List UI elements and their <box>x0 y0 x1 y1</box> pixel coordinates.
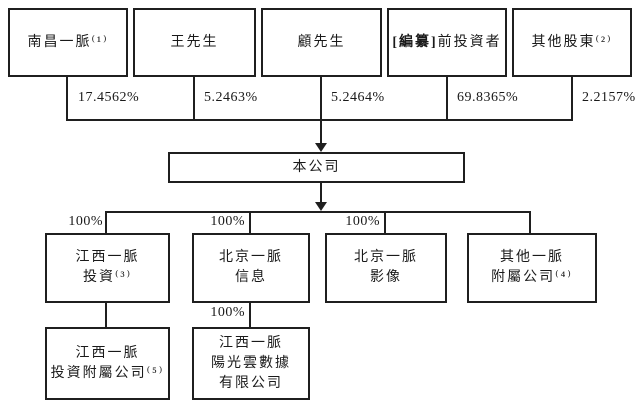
connector-from-company <box>320 183 322 203</box>
connector-stem-mr-gu <box>320 77 322 121</box>
stake-label-jiangxi-investment: 100% <box>68 214 103 229</box>
connector-stem-nanchang <box>66 77 68 121</box>
node-label: [編纂]前投資者 <box>392 34 502 50</box>
redacted-tag: [編纂] <box>392 34 438 50</box>
node-label-line: 投資⁽³⁾ <box>82 270 133 285</box>
node-label-line: 附屬公司⁽⁴⁾ <box>491 270 573 285</box>
node-label-line: 其他一脈 <box>500 250 564 265</box>
arrowhead-down-icon <box>315 143 327 152</box>
node-company: 本公司 <box>168 152 465 183</box>
node-label-line: 投資附屬公司⁽⁵⁾ <box>50 365 165 381</box>
node-label-line: 有限公司 <box>219 375 283 391</box>
node-label: 南昌一脈⁽¹⁾ <box>27 34 109 50</box>
node-label-line: 江西一脈 <box>219 335 283 351</box>
node-mr-wang: 王先生 <box>133 8 256 77</box>
connector-stem-mr-wang <box>193 77 195 121</box>
node-jiangxi-yangguangyun-data: 江西一脈 陽光雲數據 有限公司 <box>192 327 310 400</box>
connector-stem-yangguangyun <box>249 303 251 327</box>
stake-label-nanchang: 17.4562% <box>78 90 140 105</box>
stake-label-yangguangyun: 100% <box>210 305 245 320</box>
node-beijing-yimai-xinxi: 北京一脈 信息 <box>192 233 310 303</box>
connector-stem-other-shareholders <box>571 77 573 121</box>
node-label-line: 陽光雲數據 <box>211 355 291 371</box>
node-jiangxi-investment-subsidiaries: 江西一脈 投資附屬公司⁽⁵⁾ <box>45 327 170 400</box>
connector-stem-other-subsidiaries <box>529 213 531 233</box>
stake-label-mr-gu: 5.2464% <box>331 90 385 105</box>
connector-to-company <box>320 121 322 144</box>
connector-stem-beijing-xinxi <box>249 213 251 233</box>
node-label-line: 江西一脈 <box>75 250 140 265</box>
node-nanchang-yimai: 南昌一脈⁽¹⁾ <box>8 8 128 77</box>
node-label-line: 北京一脈 <box>354 250 418 265</box>
node-other-shareholders: 其他股東⁽²⁾ <box>512 8 632 77</box>
node-mr-gu: 顧先生 <box>261 8 382 77</box>
node-label: 其他股東⁽²⁾ <box>531 34 613 50</box>
connector-stem-jiangxi-investment <box>105 213 107 233</box>
node-label: 王先生 <box>170 34 219 50</box>
node-label-line: 影像 <box>370 270 402 285</box>
stake-label-mr-wang: 5.2463% <box>204 90 258 105</box>
node-pre-investors: [編纂]前投資者 <box>387 8 507 77</box>
node-label-line: 江西一脈 <box>75 345 140 361</box>
node-beijing-yimai-yingxiang: 北京一脈 影像 <box>325 233 447 303</box>
connector-bus-shareholders <box>66 119 573 121</box>
stake-label-pre-investors: 69.8365% <box>457 90 519 105</box>
connector-stem-jiangxi-inv-subsidiaries <box>105 303 107 327</box>
stake-label-other-shareholders: 2.2157% <box>582 90 636 105</box>
node-label: 顧先生 <box>297 34 346 50</box>
node-jiangxi-yimai-investment: 江西一脈 投資⁽³⁾ <box>45 233 170 303</box>
arrowhead-down-icon <box>315 202 327 211</box>
stake-label-beijing-yingxiang: 100% <box>345 214 380 229</box>
stake-label-beijing-xinxi: 100% <box>210 214 245 229</box>
node-label-line: 北京一脈 <box>219 250 283 265</box>
connector-stem-pre-investors <box>446 77 448 121</box>
node-other-yimai-subsidiaries: 其他一脈 附屬公司⁽⁴⁾ <box>467 233 597 303</box>
connector-bus-subsidiaries <box>105 211 531 213</box>
connector-stem-beijing-yingxiang <box>384 213 386 233</box>
node-label: 本公司 <box>292 159 341 175</box>
node-label-line: 信息 <box>235 270 267 285</box>
